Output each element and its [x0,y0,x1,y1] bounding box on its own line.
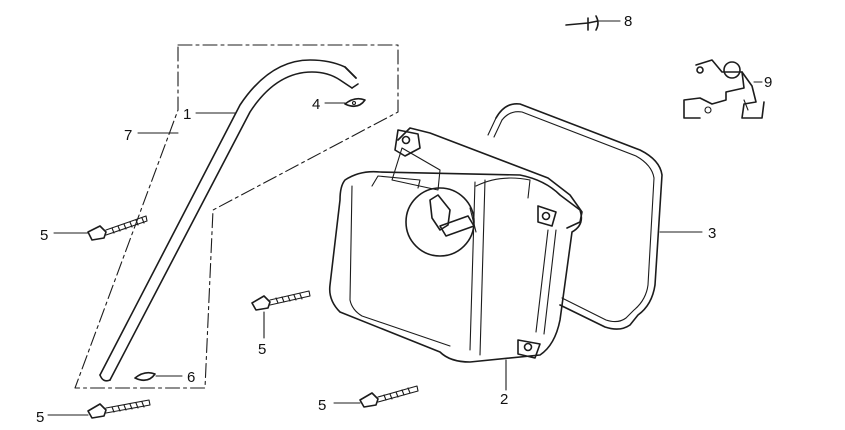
gasket [487,102,663,330]
callout-7: 7 [124,127,132,144]
callout-5-left: 5 [40,227,48,244]
bolt-left [87,215,148,241]
leader-lines [47,20,763,416]
callout-3: 3 [708,225,716,242]
pin-part-8 [565,15,599,31]
callout-5-middle: 5 [258,341,266,358]
callout-5-bottom-center: 5 [318,397,326,414]
bolt-bottom-left [87,399,151,419]
callout-5-bottom-left: 5 [36,409,44,426]
callout-1: 1 [183,106,191,123]
cylinder-head-cover [328,127,583,363]
callout-8: 8 [624,13,632,30]
clip-part-4 [344,97,366,108]
bolt-bottom-center [359,385,419,408]
bolt-middle [251,290,311,311]
callout-4: 4 [312,96,320,113]
clip-part-6 [134,371,156,382]
callout-2: 2 [500,391,508,408]
breather-hose [99,59,359,382]
bracket-part-9 [683,59,765,119]
callout-9: 9 [764,74,772,91]
hose-group-frame [74,44,399,389]
callout-6: 6 [187,369,195,386]
callout-labels: 1 2 3 4 5 5 5 5 6 7 8 9 [36,13,772,426]
